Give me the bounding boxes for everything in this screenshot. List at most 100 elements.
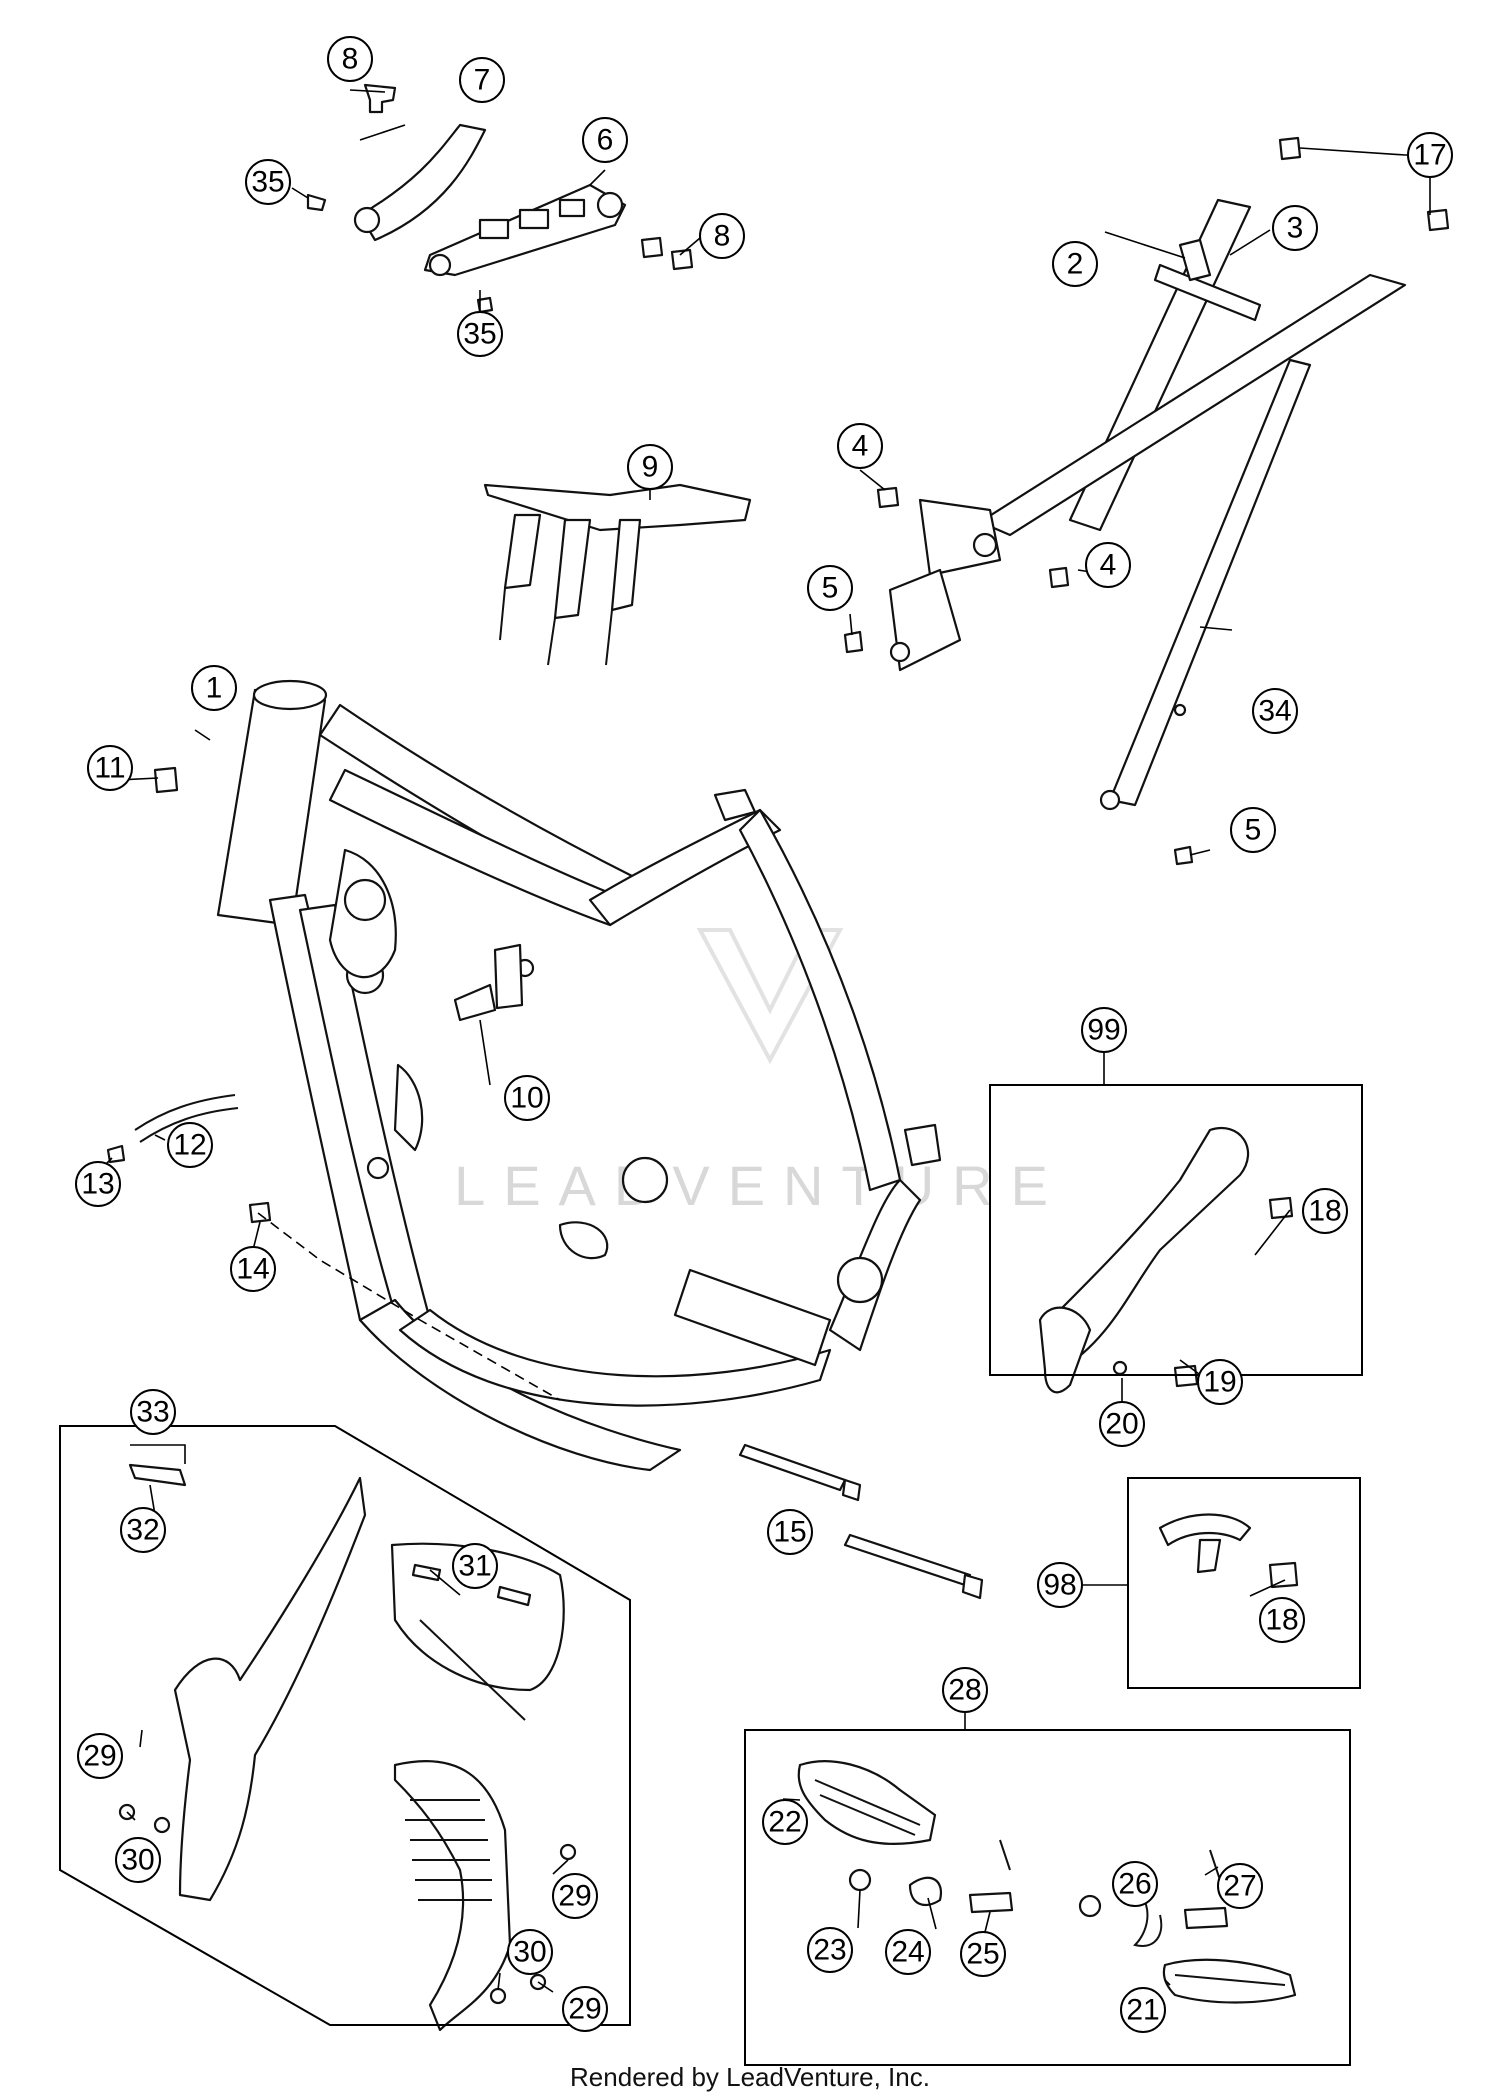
callout-29-mid: 29	[552, 1873, 598, 1919]
svg-text:7: 7	[474, 64, 491, 97]
callout-9: 9	[627, 444, 673, 490]
svg-text:29: 29	[558, 1880, 591, 1913]
svg-text:24: 24	[891, 1936, 924, 1969]
frame-guards-part	[118, 1463, 577, 2032]
svg-text:29: 29	[568, 1993, 601, 2026]
callout-99: 99	[1081, 1007, 1127, 1053]
callout-30-left: 30	[115, 1837, 161, 1883]
svg-text:98: 98	[1043, 1569, 1076, 1602]
svg-text:8: 8	[714, 220, 731, 253]
mud-guard-bracket-part	[483, 483, 752, 666]
svg-text:12: 12	[173, 1129, 206, 1162]
svg-text:1: 1	[206, 672, 223, 705]
callout-12: 12	[167, 1122, 213, 1168]
callout-8-right: 8	[699, 213, 745, 259]
svg-text:35: 35	[463, 318, 496, 351]
callout-25: 25	[960, 1931, 1006, 1977]
callout-24: 24	[885, 1929, 931, 1975]
svg-text:22: 22	[768, 1806, 801, 1839]
leader-lines	[101, 89, 1431, 1993]
svg-text:4: 4	[1100, 549, 1117, 582]
callout-17: 17	[1407, 132, 1453, 178]
svg-text:3: 3	[1287, 212, 1304, 245]
callout-30-right: 30	[507, 1929, 553, 1975]
callout-28: 28	[942, 1667, 988, 1713]
svg-text:10: 10	[510, 1082, 543, 1115]
callout-23: 23	[807, 1927, 853, 1973]
callout-18-bottom: 18	[1259, 1597, 1305, 1643]
callout-7: 7	[459, 57, 505, 103]
callout-5-right: 5	[1230, 807, 1276, 853]
svg-text:19: 19	[1203, 1366, 1236, 1399]
callout-33: 33	[130, 1389, 176, 1435]
callout-35-bottom: 35	[457, 311, 503, 357]
svg-text:20: 20	[1105, 1408, 1138, 1441]
side-stand-part	[1038, 1127, 1294, 1394]
callout-21: 21	[1120, 1987, 1166, 2033]
svg-text:30: 30	[121, 1844, 154, 1877]
group-box-33	[59, 1425, 631, 2026]
callout-15: 15	[767, 1509, 813, 1555]
callout-3: 3	[1272, 205, 1318, 251]
callout-31: 31	[452, 1543, 498, 1589]
callout-1: 1	[191, 665, 237, 711]
svg-text:11: 11	[94, 752, 125, 785]
callout-4-top: 4	[837, 423, 883, 469]
svg-text:35: 35	[251, 166, 284, 199]
svg-text:18: 18	[1308, 1195, 1341, 1228]
callout-22: 22	[762, 1799, 808, 1845]
svg-text:18: 18	[1265, 1604, 1298, 1637]
group-box-99	[989, 1084, 1363, 1376]
callout-18-top: 18	[1302, 1188, 1348, 1234]
svg-text:15: 15	[773, 1516, 806, 1549]
svg-text:8: 8	[342, 43, 359, 76]
main-frame-part	[216, 679, 942, 1472]
hardware-parts	[106, 83, 1450, 1600]
svg-text:2: 2	[1067, 248, 1084, 281]
svg-text:21: 21	[1126, 1994, 1159, 2027]
callout-26: 26	[1112, 1861, 1158, 1907]
svg-text:31: 31	[458, 1550, 491, 1583]
callout-29-left: 29	[77, 1733, 123, 1779]
svg-text:17: 17	[1413, 139, 1446, 172]
svg-text:23: 23	[813, 1934, 846, 1967]
watermark-text: LEADVENTURE	[454, 1154, 1066, 1217]
callout-20: 20	[1099, 1401, 1145, 1447]
svg-text:32: 32	[126, 1514, 159, 1547]
group-box-28	[744, 1729, 1351, 2066]
svg-text:5: 5	[1245, 814, 1262, 847]
callout-35-left: 35	[245, 159, 291, 205]
side-stand-foot-part	[1158, 1513, 1299, 1589]
callout-11: 11	[87, 745, 133, 791]
svg-text:26: 26	[1118, 1868, 1151, 1901]
callout-32: 32	[120, 1507, 166, 1553]
foot-pegs-part	[797, 1760, 1297, 2004]
callout-34: 34	[1252, 688, 1298, 734]
callout-6: 6	[582, 117, 628, 163]
svg-text:34: 34	[1258, 695, 1291, 728]
svg-text:13: 13	[81, 1168, 114, 1201]
callout-19: 19	[1197, 1359, 1243, 1405]
callout-29-right: 29	[562, 1986, 608, 2032]
svg-text:4: 4	[852, 430, 869, 463]
bracket-parts	[353, 123, 627, 277]
callout-8-top: 8	[327, 36, 373, 82]
svg-text:6: 6	[597, 124, 614, 157]
callout-5-left: 5	[807, 565, 853, 611]
callout-14: 14	[230, 1246, 276, 1292]
svg-text:9: 9	[642, 451, 659, 484]
callout-10: 10	[504, 1075, 550, 1121]
footer-credit: Rendered by LeadVenture, Inc.	[570, 2062, 930, 2092]
callout-4-right: 4	[1085, 542, 1131, 588]
callout-13: 13	[75, 1161, 121, 1207]
group-box-98	[1127, 1477, 1361, 1689]
svg-text:29: 29	[83, 1740, 116, 1773]
svg-text:25: 25	[966, 1938, 999, 1971]
svg-text:33: 33	[136, 1396, 169, 1429]
svg-text:28: 28	[948, 1674, 981, 1707]
svg-text:30: 30	[513, 1936, 546, 1969]
watermark: LEADVENTURE	[454, 928, 1066, 1217]
callout-2: 2	[1052, 241, 1098, 287]
svg-text:5: 5	[822, 572, 839, 605]
